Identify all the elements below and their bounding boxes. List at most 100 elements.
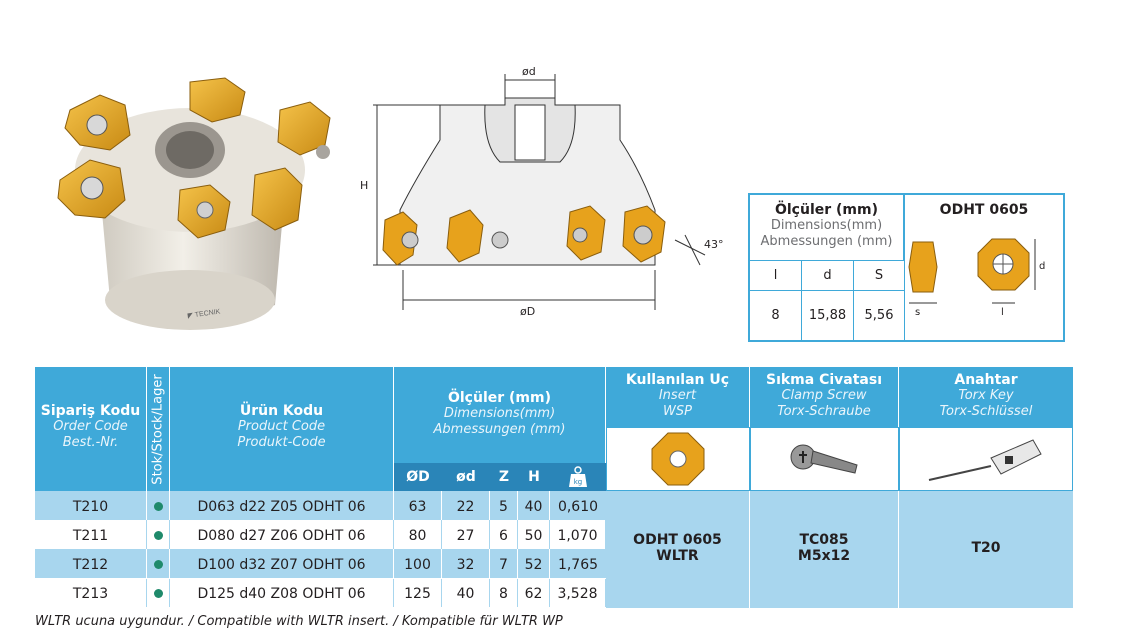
key-image-cell (899, 427, 1073, 491)
cell-product: D080 d27 Z06 ODHT 06 (170, 520, 394, 549)
order-code-de: Best.-Nr. (62, 435, 119, 450)
cell-product: D125 d40 Z08 ODHT 06 (170, 579, 394, 607)
insert-de: WSP (663, 404, 692, 419)
col-h: H (528, 469, 540, 485)
cell-kg: 0,610 (550, 491, 606, 520)
cutter-technical-drawing: ød H øD 43° (360, 65, 724, 318)
cell-d: 125 (394, 579, 442, 607)
screw-value-2: M5x12 (797, 548, 851, 564)
dims-val-s: 5,56 (864, 308, 894, 323)
cell-text: 32 (456, 557, 475, 573)
col-small-d: ød (456, 469, 476, 485)
dimensions-label: Ölçüler (mm) (447, 390, 551, 406)
insert-value-cell: ODHT 0605 WLTR (606, 491, 750, 608)
cell-order: T211 (35, 520, 147, 549)
insert-image-cell (606, 427, 750, 491)
cell-text: 8 (499, 586, 508, 602)
dims-val-d: 15,88 (802, 291, 854, 340)
cell-kg: 3,528 (550, 579, 606, 607)
footnote: WLTR ucuna uygundur. / Compatible with W… (35, 614, 563, 629)
screw-image-cell (750, 427, 899, 491)
order-code-en: Order Code (53, 419, 128, 434)
key-en: Torx Key (958, 388, 1014, 403)
cell-d: 100 (394, 549, 442, 578)
cell-d: 63 (394, 491, 442, 520)
weight-icon: kg (569, 466, 587, 487)
cell-text: D063 d22 Z05 ODHT 06 (197, 499, 366, 515)
stock-available-dot (153, 589, 163, 598)
key-label: Anahtar (954, 372, 1018, 388)
cell-z: 6 (490, 520, 518, 549)
cell-h: 62 (518, 579, 550, 607)
cell-text: 50 (524, 528, 543, 544)
cell-text: 7 (499, 557, 508, 573)
cell-kg: 1,070 (550, 520, 606, 549)
col-z: Z (498, 469, 510, 485)
milling-cutter-photo: ◤ TECNIK (57, 77, 331, 330)
screw-en: Clamp Screw (781, 388, 867, 403)
header-product-code: Ürün Kodu Product Code Produkt-Code (170, 367, 394, 491)
stock-dot-cell (147, 491, 170, 520)
cell-z: 8 (490, 579, 518, 607)
screw-label: Sıkma Civatası (765, 372, 883, 388)
insert-dimensions-table: Ölçüler (mm) Dimensions(mm) Abmessungen … (748, 193, 1065, 342)
cell-h: 52 (518, 549, 550, 578)
stock-available-dot (153, 531, 163, 540)
cell-d: 22 (442, 491, 490, 520)
cell-text: 63 (408, 499, 427, 515)
insert-dims-title: Ölçüler (mm) (774, 202, 878, 218)
cell-text: 1,765 (557, 557, 599, 573)
dimensions-en: Dimensions(mm) (443, 406, 556, 421)
cell-text: 27 (456, 528, 475, 544)
cell-text: 0,610 (557, 499, 599, 515)
header-stock: Stok/Stock/Lager (147, 367, 170, 491)
cell-text: 52 (524, 557, 543, 573)
insert-icon (651, 432, 705, 486)
insert-dims-title-en: Dimensions(mm) (770, 218, 883, 233)
cell-text: 40 (456, 586, 475, 602)
insert-fig-l-label: l (1001, 307, 1004, 318)
insert-label: Kullanılan Uç (625, 372, 730, 388)
key-value: T20 (971, 540, 1001, 556)
cell-h: 50 (518, 520, 550, 549)
col-weight: kg (550, 463, 606, 491)
svg-text:◤ TECNIK: ◤ TECNIK (187, 308, 221, 320)
cell-text: D125 d40 Z08 ODHT 06 (197, 586, 366, 602)
cell-text: 80 (408, 528, 427, 544)
screw-value-cell: TC085 M5x12 (750, 491, 899, 608)
cell-text: 1,070 (557, 528, 598, 544)
product-code-de: Produkt-Code (237, 435, 326, 450)
header-insert: Kullanılan Uç Insert WSP (606, 367, 750, 427)
insert-diagram: s d l (908, 238, 1045, 318)
insert-value-1: ODHT 0605 (633, 532, 722, 548)
dims-col-s: S (854, 261, 904, 291)
dimensions-de: Abmessungen (mm) (433, 422, 566, 437)
torx-key-icon (928, 439, 1042, 481)
key-de: Torx-Schlüssel (939, 404, 1033, 419)
header-dimensions: Ölçüler (mm) Dimensions(mm) Abmessungen … (394, 367, 606, 463)
dims-col-d: d (802, 261, 854, 291)
insert-fig-d-label: d (1039, 261, 1045, 272)
cell-d: 40 (442, 579, 490, 607)
cell-h: 40 (518, 491, 550, 520)
cell-z: 5 (490, 491, 518, 520)
cell-text: T211 (72, 528, 109, 544)
cell-z: 7 (490, 549, 518, 578)
cell-order: T212 (35, 549, 147, 578)
insert-value-2: WLTR (656, 548, 699, 564)
header-order-code: Sipariş Kodu Order Code Best.-Nr. (35, 367, 147, 491)
cell-order: T213 (35, 579, 147, 607)
product-code-en: Product Code (237, 419, 326, 434)
dims-val-l: 8 (750, 291, 802, 340)
cell-text: 62 (524, 586, 543, 602)
screw-de: Torx-Schraube (777, 404, 871, 419)
cell-text: D080 d27 Z06 ODHT 06 (197, 528, 366, 544)
cell-text: 3,528 (557, 586, 598, 602)
insert-type-title: ODHT 0605 (939, 202, 1029, 218)
drawing-label-big-d: øD (520, 305, 535, 318)
weight-icon-label: kg (574, 478, 583, 486)
cell-text: 125 (404, 586, 431, 602)
stock-dot-cell (147, 579, 170, 607)
cell-text: T210 (72, 499, 109, 515)
stock-available-dot (153, 502, 163, 511)
